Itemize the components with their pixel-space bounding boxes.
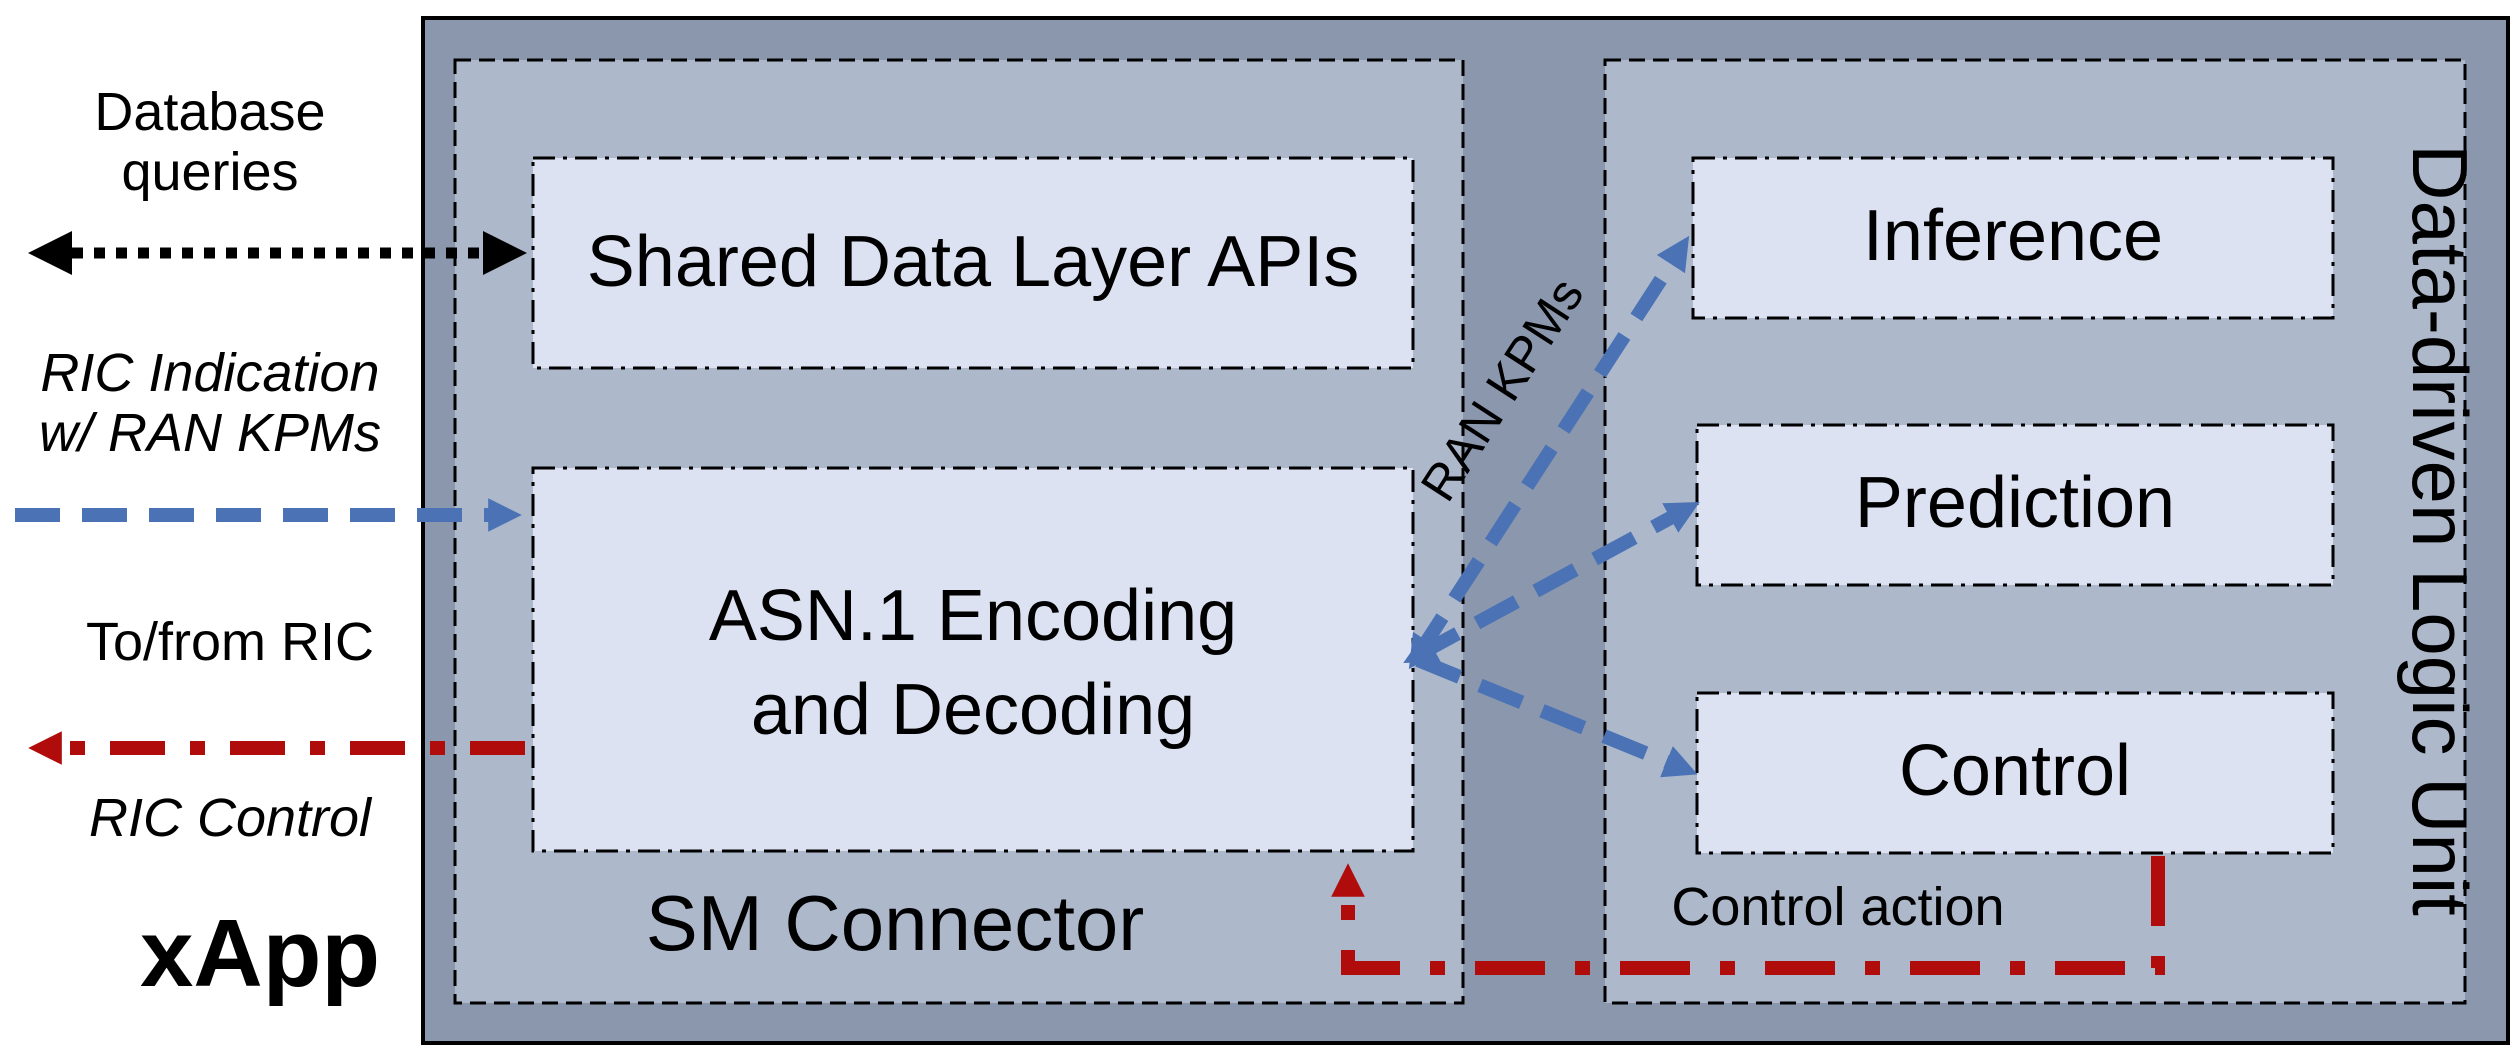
sm-connector-title: SM Connector — [645, 879, 1145, 967]
prediction-title: Prediction — [1854, 463, 2176, 543]
database-queries-line2: queries — [121, 142, 299, 203]
logic-unit-title: Data-driven Logic Unit — [2396, 144, 2484, 916]
asn1-control-arrow — [1415, 653, 1698, 778]
ric-indication-line1: RIC Indication — [40, 343, 380, 403]
shared-data-layer-box — [531, 156, 1415, 370]
xapp-label: xApp — [140, 900, 380, 1007]
ric-indication-line2: w/ RAN KPMs — [38, 403, 382, 464]
asn1-title: ASN.1 Encoding and Decoding — [533, 570, 1413, 757]
asn1-title-line1: ASN.1 Encoding — [708, 576, 1238, 656]
to-from-ric-label: To/from RIC — [85, 612, 375, 672]
ric-indication-label: RIC Indication w/ RAN KPMs — [5, 343, 415, 464]
inference-title: Inference — [1862, 196, 2164, 276]
prediction-box — [1695, 423, 2335, 587]
database-queries-line1: Database — [94, 82, 326, 142]
control-box — [1695, 691, 2335, 855]
asn1-title-line2: and Decoding — [750, 669, 1196, 750]
control-title: Control — [1898, 731, 2132, 811]
control-action-label: Control action — [1671, 877, 2005, 937]
database-queries-label: Database queries — [60, 82, 360, 203]
inference-box — [1691, 156, 2335, 320]
asn1-box — [531, 466, 1415, 853]
shared-data-layer-title: Shared Data Layer APIs — [586, 222, 1360, 302]
asn1-prediction-arrow — [1403, 501, 1700, 664]
ric-control-label: RIC Control — [88, 788, 372, 848]
control-action-arrow — [1331, 856, 2165, 975]
